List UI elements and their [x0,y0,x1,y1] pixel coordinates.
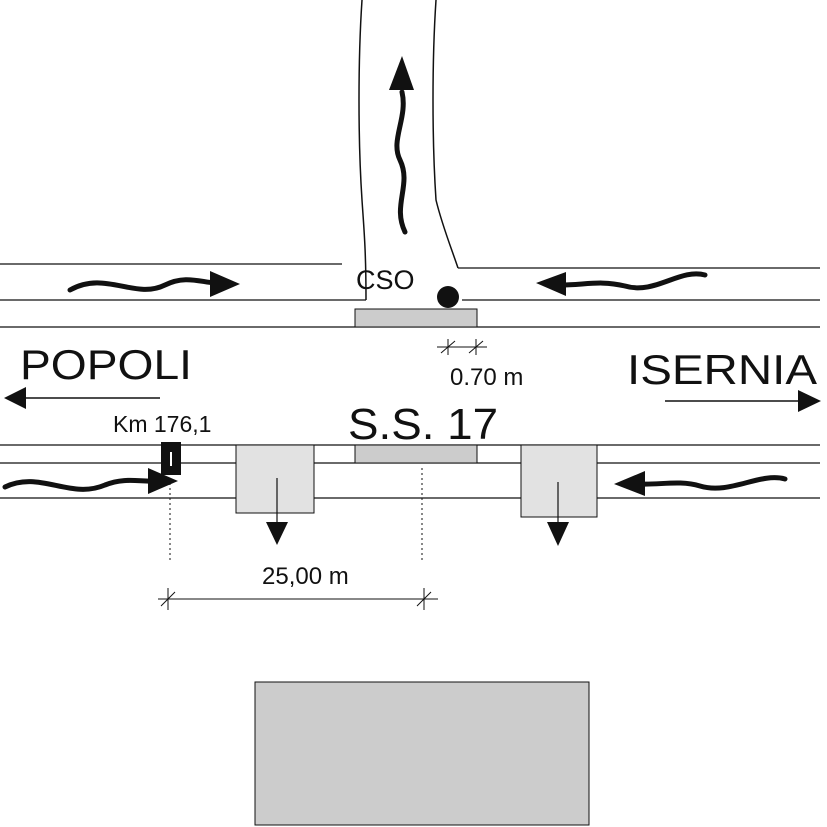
upper-gray-strip [354,308,478,328]
left-box [235,444,315,514]
road-label: S.S. 17 [348,400,498,449]
wavy-arrow-icon [2,468,178,494]
dimension-large [158,468,438,610]
city-left-label: POPOLI [20,341,192,388]
down-arrow-icon [266,478,288,545]
side-road [358,0,459,301]
right-box [520,444,598,518]
wavy-arrow-icon [67,271,240,297]
dimension-large-label: 25,00 m [262,563,349,590]
wavy-arrow-icon [536,271,708,296]
dimension-small [437,339,487,355]
wavy-arrow-icon [389,56,414,235]
cso-label: CSO [356,265,415,295]
cso-point-icon [437,286,459,308]
straight-arrow-icon [665,390,821,412]
straight-arrow-icon [4,387,160,409]
lower-gray-strip [354,444,478,464]
city-right-label: ISERNIA [627,346,817,393]
km-marker-icon [161,442,181,475]
wavy-arrow-icon [614,471,788,496]
building-box [254,681,590,826]
km-marker-label: Km 176,1 [113,411,211,437]
down-arrow-icon [547,482,569,546]
dimension-small-label: 0.70 m [450,364,523,391]
